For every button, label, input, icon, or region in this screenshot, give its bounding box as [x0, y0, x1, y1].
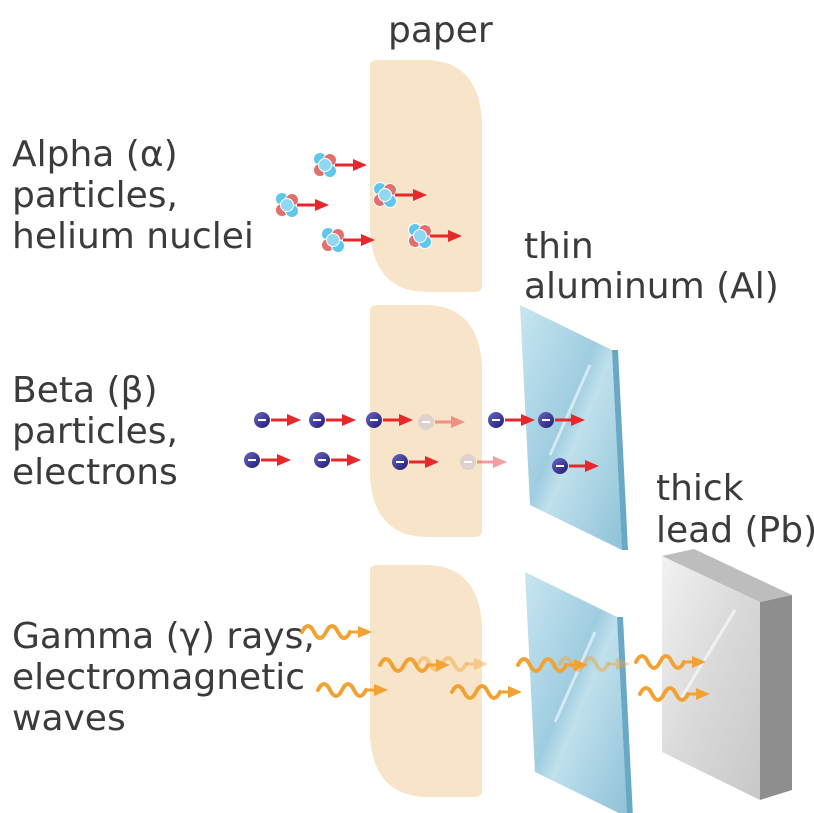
wavy-photon-icon — [558, 656, 630, 672]
helium-nucleus-icon — [275, 192, 329, 218]
gamma-label-line3: waves — [12, 698, 126, 739]
electron-icon — [366, 412, 413, 428]
wavy-photon-icon — [416, 656, 488, 672]
wavy-photon-icon — [638, 686, 710, 702]
electron-icon — [392, 454, 439, 470]
aluminum-label-line1: thin — [524, 226, 594, 267]
alpha-label-line2: particles, — [12, 175, 178, 216]
wavy-photon-icon — [316, 682, 388, 698]
helium-nucleus-icon — [321, 227, 375, 253]
alpha-label-line3: helium nuclei — [12, 216, 254, 257]
electron-icon — [254, 412, 301, 428]
electron-icon — [418, 414, 465, 430]
wavy-photon-icon — [450, 684, 522, 700]
aluminum-sheet-beta — [520, 305, 628, 550]
electron-icon — [538, 412, 585, 428]
beta-label-line2: particles, — [12, 411, 178, 452]
electron-icon — [309, 412, 356, 428]
wavy-photon-icon — [378, 657, 450, 673]
helium-nucleus-icon — [373, 182, 427, 208]
beta-label-line3: electrons — [12, 452, 178, 493]
aluminum-sheet-gamma — [525, 572, 633, 813]
electron-icon — [488, 412, 535, 428]
alpha-label-line1: Alpha (α) — [12, 134, 178, 175]
electron-icon — [552, 458, 599, 474]
lead-label-line2: lead (Pb) — [656, 510, 814, 551]
beta-label-line1: Beta (β) — [12, 370, 158, 411]
paper-sheet-gamma — [370, 565, 482, 797]
lead-label-line1: thick — [656, 468, 744, 509]
electron-icon — [244, 452, 291, 468]
helium-nucleus-icon — [408, 223, 462, 249]
lead-block — [662, 549, 792, 800]
wavy-photon-icon — [516, 657, 588, 673]
aluminum-label-line2: aluminum (Al) — [524, 266, 779, 307]
paper-sheet-alpha — [370, 60, 482, 292]
electron-icon — [314, 452, 361, 468]
helium-nucleus-icon — [313, 152, 367, 178]
electron-icon — [460, 454, 507, 470]
gamma-label-line2: electromagnetic — [12, 657, 305, 698]
wavy-photon-icon — [300, 624, 372, 640]
paper-label: paper — [388, 10, 493, 51]
gamma-label-line1: Gamma (γ) rays, — [12, 616, 315, 657]
wavy-photon-icon — [634, 654, 706, 670]
